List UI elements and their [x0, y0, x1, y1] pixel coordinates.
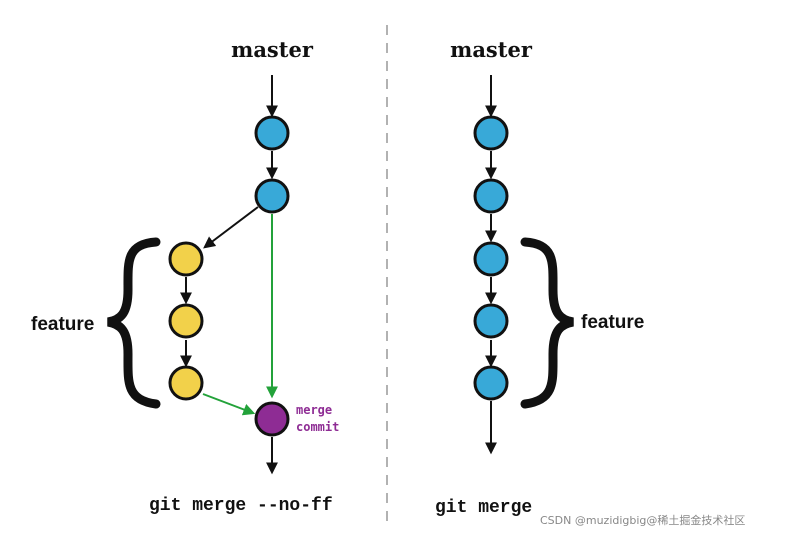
left-merge-commit [254, 401, 290, 437]
left-command: git merge --no-ff [149, 496, 333, 516]
left-feature-commit-2 [168, 303, 204, 339]
left-feature-brace [107, 237, 161, 409]
left-feature-commit-3 [168, 365, 204, 401]
left-feature-label: feature [31, 314, 94, 335]
right-panel: master feature git merge [435, 37, 644, 518]
left-master-commit-2 [254, 178, 290, 214]
right-commit-4 [473, 303, 509, 339]
left-feature-to-merge-line [202, 393, 256, 416]
right-command: git merge [435, 498, 532, 518]
left-merge-label-line1: merge [296, 403, 332, 417]
right-master-title: master [450, 37, 533, 62]
right-commit-5 [473, 365, 509, 401]
left-master-commit-1 [254, 115, 290, 151]
left-merge-label-line2: commit [296, 420, 339, 434]
right-commit-2 [473, 178, 509, 214]
left-feature-commit-1 [168, 241, 204, 277]
left-master-title: master [231, 37, 314, 62]
right-commit-1 [473, 115, 509, 151]
right-feature-brace [520, 237, 574, 409]
left-panel: master merge commit feature git merge --… [31, 37, 339, 516]
right-feature-label: feature [581, 312, 644, 333]
watermark: CSDN @muzidigbig@稀土掘金技术社区 [540, 513, 745, 527]
right-commit-3 [473, 241, 509, 277]
left-branch-arrow [203, 206, 259, 249]
